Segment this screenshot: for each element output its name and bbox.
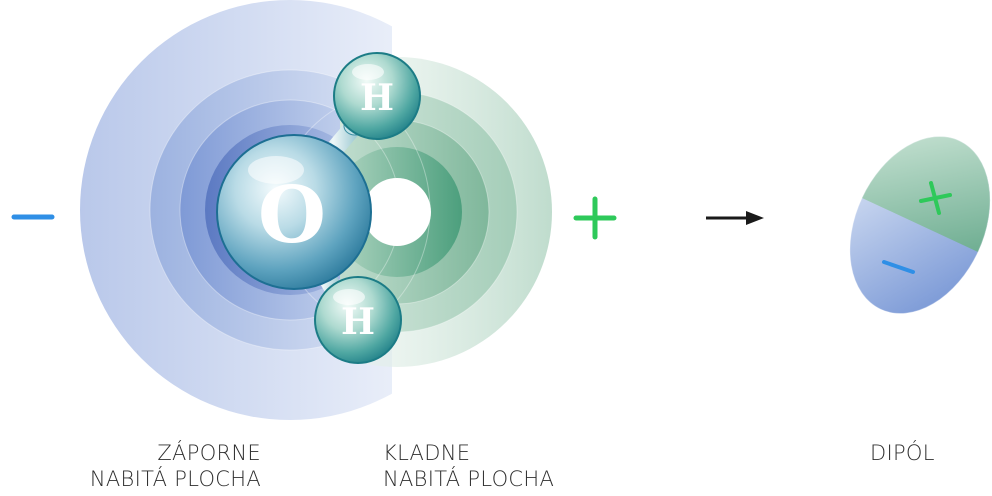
negative-label-line1: ZÁPORNE: [157, 441, 261, 465]
right-arrow-icon: [706, 211, 764, 225]
negative-label-line2: NABITÁ PLOCHA: [89, 467, 261, 491]
dipole-label-text: DIPÓL: [870, 441, 935, 465]
dipole-negative-sign: [882, 260, 915, 274]
dipole-positive-sign: [919, 181, 952, 215]
negative-surface-label: ZÁPORNE NABITÁ PLOCHA: [90, 440, 261, 492]
oxygen-symbol: O: [258, 170, 326, 261]
hydrogen-atom-bottom: H: [314, 276, 402, 364]
oxygen-atom: O: [216, 134, 372, 290]
positive-sign: [573, 196, 617, 240]
positive-surface-label: KLADNE NABITÁ PLOCHA: [383, 440, 554, 492]
hydrogen-symbol-bottom: H: [341, 301, 375, 343]
positive-label-line2: NABITÁ PLOCHA: [383, 467, 555, 491]
positive-label-line1: KLADNE: [383, 441, 471, 465]
dipole-shape: [849, 135, 991, 315]
hydrogen-atom-top: H: [333, 52, 421, 140]
dipole-label: DIPÓL: [870, 440, 935, 466]
hydrogen-symbol-top: H: [360, 77, 394, 119]
